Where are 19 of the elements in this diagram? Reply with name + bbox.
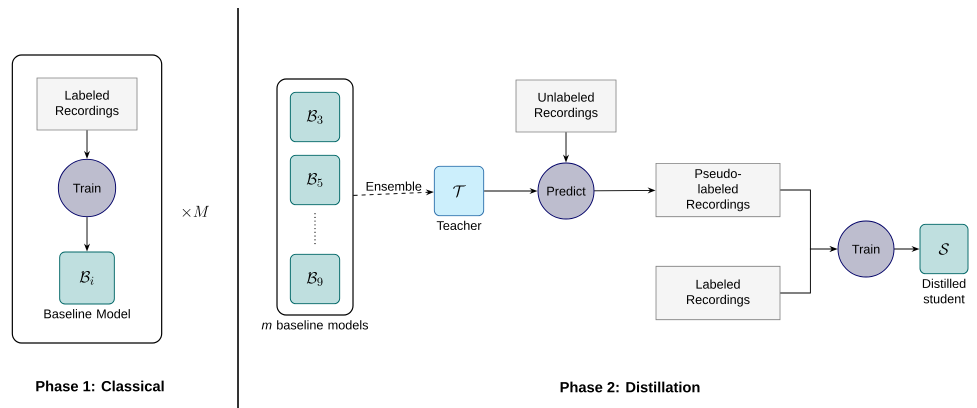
group-frame — [12, 54, 162, 344]
node-caption: m baseline models — [262, 320, 368, 330]
model-box: $\mathcal{B}_i$ — [59, 252, 115, 304]
edge-label: Ensemble — [364, 180, 424, 192]
data-box: Pseudo-labeled Recordings — [656, 162, 780, 218]
node-caption: Distilled student — [922, 278, 966, 304]
model-box: $\mathcal{B}_5$ — [290, 154, 340, 206]
node-caption: Baseline Model — [44, 309, 130, 318]
phase-heading: Phase 2: Distillation — [560, 382, 700, 392]
model-box: $\mathcal{S}$ — [920, 224, 968, 274]
model-box: $\mathcal{B}_9$ — [290, 254, 340, 304]
model-box: $\mathcal{T}$ — [434, 166, 484, 216]
model-box: $\mathcal{B}_3$ — [290, 92, 340, 142]
data-box: Labeled Recordings — [36, 78, 138, 130]
phase-heading: Phase 1: Classical — [36, 380, 164, 392]
data-box: Labeled Recordings — [656, 266, 780, 320]
data-box: Unlabeled Recordings — [516, 80, 616, 132]
node-caption: Teacher — [436, 220, 482, 230]
math-label: $\times M$ — [182, 206, 210, 217]
